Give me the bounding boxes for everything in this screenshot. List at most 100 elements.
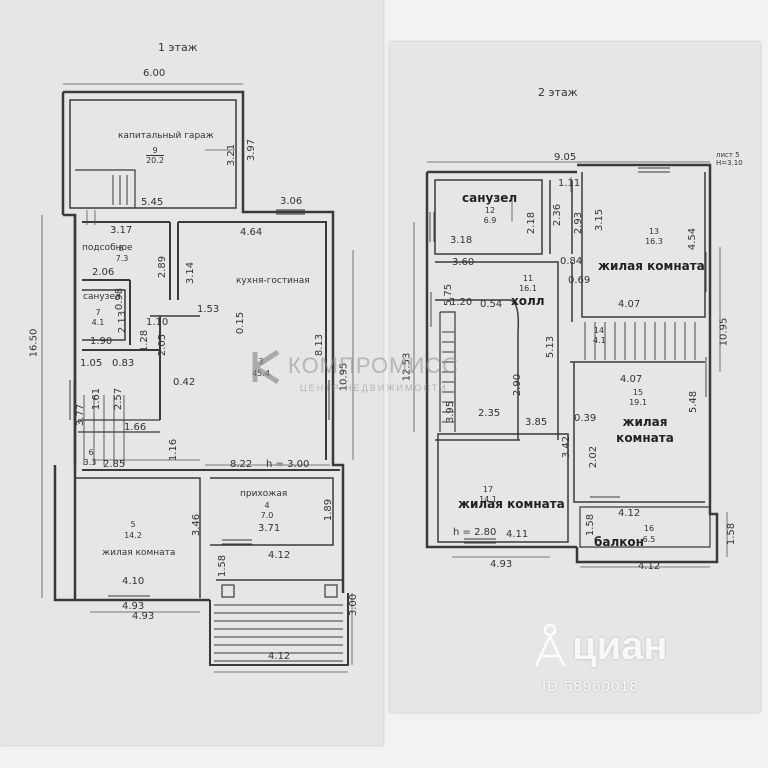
dim-label: 4.12 <box>618 508 641 519</box>
room-number-stair: 14 <box>593 326 605 335</box>
room-name-hall: холл <box>511 294 545 308</box>
watermark-logo <box>252 349 282 389</box>
room-area-bath: 4.1 <box>91 318 105 327</box>
dim-label: 4.93 <box>490 559 513 570</box>
dim-label: 0.69 <box>568 275 591 286</box>
dim-label: 1.58 <box>217 554 229 578</box>
dim-label: 5.13 <box>545 335 557 359</box>
dim-label: 4.54 <box>687 227 699 251</box>
dim-label: 2.89 <box>157 255 169 279</box>
ceiling-height: h = 2.80 <box>453 527 497 538</box>
dim-label: 1.28 <box>139 329 151 353</box>
room-name-room15: жилая комната <box>616 415 674 445</box>
room-name-pantry: подсобное <box>82 243 133 253</box>
room-area-living: 14.2 <box>124 531 142 540</box>
dim-label: 3.06 <box>280 196 303 207</box>
watermark-subtitle: ЦЕНТР НЕДВИЖИМОСТИ <box>300 383 448 393</box>
dim-label: 4.12 <box>268 550 291 561</box>
room-name-living: жилая комната <box>102 548 176 558</box>
dim-label: 0.42 <box>173 377 196 388</box>
dim-label: 4.07 <box>620 374 643 385</box>
dim-label: 1.16 <box>168 438 180 462</box>
floor-2-title: 2 этаж <box>538 86 578 99</box>
dim-label: 1.58 <box>585 513 597 537</box>
dim-label: 9.05 <box>554 152 577 163</box>
room-area-room17: 14.1 <box>479 495 497 504</box>
dim-label: 3.60 <box>452 257 475 268</box>
room-number-hall: 11 <box>522 274 534 283</box>
dim-label: 4.10 <box>122 576 145 587</box>
watermark-brand: КОМПРОМИСС <box>288 353 460 378</box>
dim-label: 3.42 <box>561 435 573 459</box>
room-area-room15: 19.1 <box>629 398 647 407</box>
dim-label: 4.93 <box>132 611 155 622</box>
dim-label: 5.48 <box>688 390 700 414</box>
dim-label: 2.90 <box>512 373 524 397</box>
dim-label: 4.12 <box>638 561 661 572</box>
dim-label: 1.11 <box>558 178 581 189</box>
room-name-hall: прихожая <box>240 489 288 499</box>
dim-label: 2.35 <box>478 408 501 419</box>
dim-label: 10.95 <box>718 317 730 347</box>
dim-label: 3.15 <box>594 208 606 232</box>
room-number-pantry: 8 <box>118 244 124 253</box>
dim-label: 3.21 <box>226 143 238 167</box>
dim-label: 1.90 <box>90 336 113 347</box>
room-area-pantry: 7.3 <box>115 254 129 263</box>
dim-label: 5.45 <box>141 197 164 208</box>
floor-2-plan <box>413 161 728 568</box>
dim-label: 4.12 <box>268 651 291 662</box>
room-number-room13: 13 <box>648 227 660 236</box>
room-area-balcony: 6.5 <box>642 535 656 544</box>
room-number-hall: 4 <box>264 501 270 510</box>
corner-note-line-1: лист 5 <box>716 151 740 159</box>
room-name-garage: капитальный гараж <box>118 131 214 141</box>
room-number-bath: 7 <box>95 308 101 317</box>
room-name-bath: санузел <box>462 191 518 205</box>
dim-label: 1.20 <box>450 297 473 308</box>
watermark-k-icon <box>252 349 280 385</box>
dim-label: 1.10 <box>146 317 169 328</box>
dim-label: 0.84 <box>560 256 583 267</box>
dim-label: 3.17 <box>110 225 133 236</box>
room-name-room17: жилая комната <box>458 497 565 511</box>
dim-label: 0.15 <box>235 311 247 335</box>
dim-label: 3.46 <box>191 513 203 537</box>
dim-label: 1.66 <box>124 422 147 433</box>
room-number-balcony: 16 <box>643 524 655 533</box>
dim-label: 8.22 <box>230 459 253 470</box>
dim-label: 0.54 <box>480 299 503 310</box>
dim-label: 1.58 <box>726 522 738 546</box>
room-number-living: 5 <box>130 520 136 529</box>
dim-label: 2.06 <box>92 267 115 278</box>
room-number-room17: 17 <box>482 485 494 494</box>
dim-label: 16.50 <box>28 328 40 358</box>
room-number-room15: 15 <box>632 388 644 397</box>
dim-label: 1.61 <box>91 387 103 411</box>
dim-label: 0.39 <box>574 413 597 424</box>
room-name-balcony: балкон <box>594 535 644 549</box>
dim-label: 2.05 <box>157 333 169 357</box>
room-area-hall: 16.1 <box>519 284 537 293</box>
room-area-stair: 4.1 <box>593 336 606 345</box>
room-number-stair: 6 <box>88 448 94 457</box>
room-area-stair: 3.3 <box>83 458 97 467</box>
floor-1-plan <box>41 83 354 673</box>
dim-label: 3.71 <box>258 523 281 534</box>
room-area-bath: 6.9 <box>483 216 497 225</box>
ceiling-height: h = 3.00 <box>266 459 310 470</box>
dim-label: 1.53 <box>197 304 220 315</box>
dim-label: 4.11 <box>506 529 529 540</box>
floor-2-sheet: 2 этаж лист 5 Н=3.10 9.05 1.11 санузел 1… <box>390 42 760 712</box>
cian-badge: циан ID 58960018 <box>520 623 720 700</box>
dim-label: 3.85 <box>525 417 548 428</box>
floor-1-title: 1 этаж <box>158 41 198 54</box>
dim-label: 2.18 <box>526 211 538 235</box>
dim-label: 1.05 <box>80 358 103 369</box>
dim-label: 2.93 <box>573 211 585 235</box>
dim-label: 2.02 <box>588 445 600 469</box>
dim-label: 2.36 <box>552 203 564 227</box>
dim-label: 2.85 <box>103 459 126 470</box>
dim-label: 3.14 <box>185 261 197 285</box>
room-area-room13: 16.3 <box>645 237 663 246</box>
